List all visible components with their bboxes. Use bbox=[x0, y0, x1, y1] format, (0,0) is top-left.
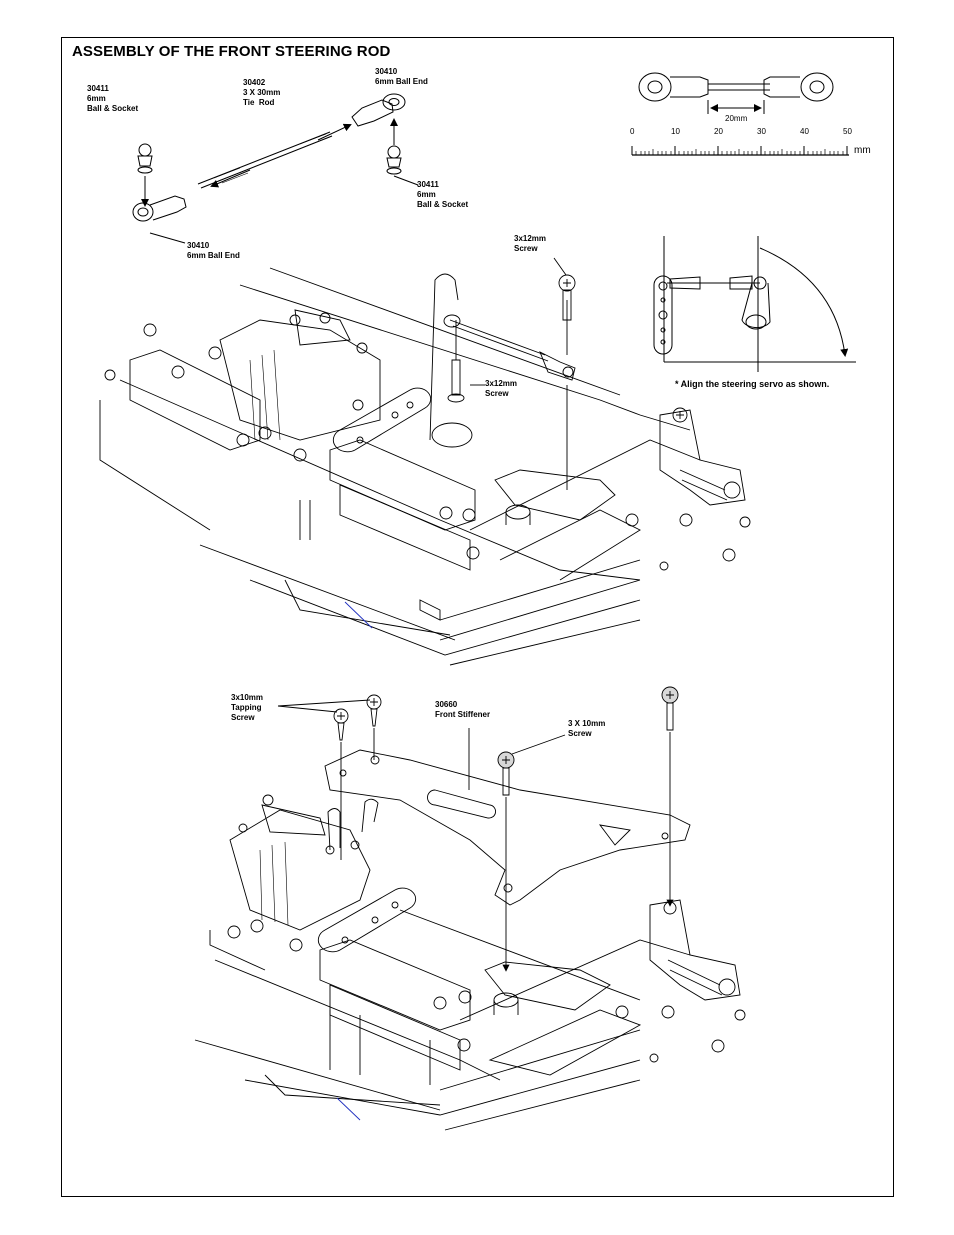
page-title: ASSEMBLY OF THE FRONT STEERING ROD bbox=[72, 43, 391, 60]
label-screw-3x12-mid: 3x12mm Screw bbox=[485, 379, 518, 398]
tapping-screw-icon bbox=[333, 708, 349, 860]
screw-3x10-icon bbox=[497, 751, 515, 972]
gauge-length-label: 20mm bbox=[725, 114, 748, 123]
label-ball-end-top: 30410 6mm Ball End bbox=[375, 67, 428, 86]
label-ball-socket-right: 30411 6mm Ball & Socket bbox=[417, 180, 469, 209]
gauge-tick-40: 40 bbox=[800, 127, 809, 136]
ball-end-top-icon bbox=[351, 93, 406, 127]
gauge-tick-50: 50 bbox=[843, 127, 852, 136]
ball-end-left-icon bbox=[132, 195, 187, 222]
gauge-tick-10: 10 bbox=[671, 127, 680, 136]
gauge-tick-0: 0 bbox=[630, 127, 635, 136]
gauge-tick-20: 20 bbox=[714, 127, 723, 136]
label-screw-3x10: 3 X 10mm Screw bbox=[568, 719, 606, 738]
gauge-unit: mm bbox=[854, 145, 871, 156]
label-ball-socket-left: 30411 6mm Ball & Socket bbox=[87, 84, 139, 113]
servo-alignment-diagram bbox=[653, 236, 856, 372]
length-gauge bbox=[631, 72, 849, 156]
screw-3x10-icon bbox=[661, 686, 679, 907]
chassis-upper bbox=[99, 257, 751, 666]
exploded-tie-rod bbox=[132, 93, 419, 244]
gauge-tick-30: 30 bbox=[757, 127, 766, 136]
tie-rod-icon bbox=[197, 131, 333, 189]
ball-socket-left-icon bbox=[137, 143, 153, 174]
ball-socket-right-icon bbox=[386, 145, 402, 175]
servo-alignment-note: * Align the steering servo as shown. bbox=[675, 379, 830, 389]
label-tie-rod: 30402 3 X 30mm Tie Rod bbox=[243, 78, 281, 107]
tapping-screw-icon bbox=[366, 694, 382, 760]
page-frame bbox=[61, 37, 894, 1197]
label-screw-3x12-top: 3x12mm Screw bbox=[514, 234, 547, 253]
label-front-stiffener: 30660 Front Stiffener bbox=[435, 700, 491, 719]
chassis-lower bbox=[194, 686, 746, 1131]
label-ball-end-bottom: 30410 6mm Ball End bbox=[187, 241, 240, 260]
label-tapping-screw: 3x10mm Tapping Screw bbox=[231, 693, 264, 722]
